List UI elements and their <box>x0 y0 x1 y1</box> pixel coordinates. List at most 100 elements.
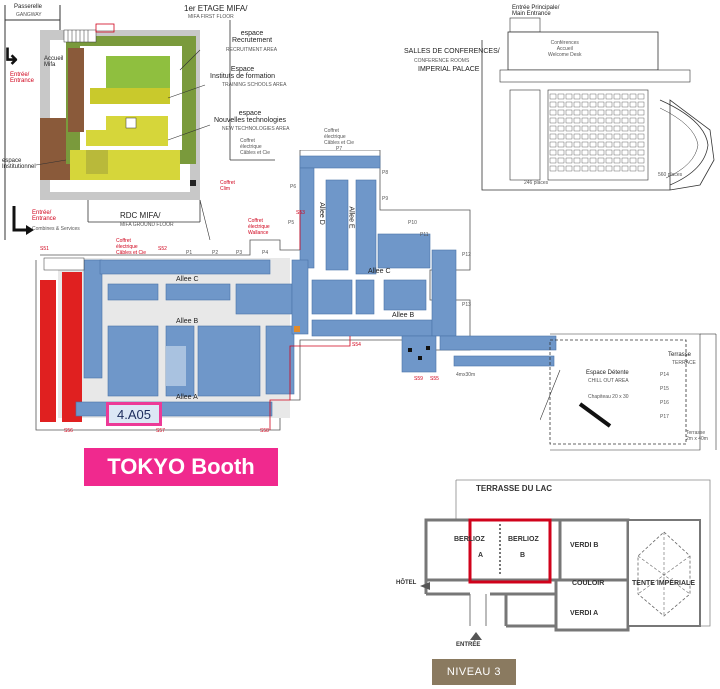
seat <box>637 93 645 100</box>
places-right: 560 places <box>658 172 683 178</box>
entree-top-label: Entrée/ Entrance <box>10 72 35 84</box>
seat <box>549 141 557 148</box>
berlioz-b-letter: B <box>520 552 526 559</box>
seat <box>573 117 581 124</box>
terrasse-du-lac-label: TERRASSE DU LAC <box>476 484 553 493</box>
rdc-entree-label: Entrée/ Entrance <box>32 210 57 222</box>
pillar-label: P3 <box>236 250 243 256</box>
recrutement-sub: RECRUITMENT AREA <box>226 47 278 53</box>
seat <box>621 133 629 140</box>
exit-label: S52 <box>158 246 167 252</box>
pillar-label: P2 <box>212 250 219 256</box>
seat <box>621 109 629 116</box>
seat <box>589 133 597 140</box>
seating-grid <box>549 93 645 172</box>
verdi-b-label: VERDI B <box>570 542 599 549</box>
seat <box>629 101 637 108</box>
pillar-label: P12 <box>462 252 471 258</box>
seat <box>565 149 573 156</box>
couloir-label: COULOIR <box>572 580 605 587</box>
seat <box>613 125 621 132</box>
seat <box>605 117 613 124</box>
seat <box>589 101 597 108</box>
seat <box>565 157 573 164</box>
seat <box>549 157 557 164</box>
seat <box>613 157 621 164</box>
seat <box>557 157 565 164</box>
seat <box>581 133 589 140</box>
chapiteau-label: Chapiteau 20 x 30 <box>588 394 629 400</box>
coffret-right-label: Coffret électrique Câbles et Cie <box>324 128 355 146</box>
seat <box>557 125 565 132</box>
seat <box>613 149 621 156</box>
seat <box>613 133 621 140</box>
seat <box>549 149 557 156</box>
seat <box>549 125 557 132</box>
seat <box>613 93 621 100</box>
seat <box>613 101 621 108</box>
exit-label: S51 <box>40 246 49 252</box>
conference-accueil: Conférences Accueil Welcome Desk <box>548 40 582 58</box>
tokyo-booth-label[interactable]: TOKYO Booth <box>84 448 278 486</box>
salles-label: SALLES DE CONFERENCES/ <box>404 48 500 55</box>
seat <box>557 141 565 148</box>
seat <box>573 141 581 148</box>
berlioz-a-label: BERLIOZ <box>454 536 485 543</box>
seat <box>629 125 637 132</box>
seat <box>557 101 565 108</box>
exit-label: S55 <box>430 376 439 382</box>
seat <box>637 117 645 124</box>
pillar-label: P8 <box>382 170 389 176</box>
rdc-entree-sub: Combines & Services <box>32 226 80 232</box>
seat <box>621 157 629 164</box>
coffret-clim-label: Coffret Clim <box>220 180 235 192</box>
berlioz-a-letter: A <box>478 552 484 559</box>
instituts-label: Espace Instituts de formation <box>210 66 275 80</box>
coffret-left-label: Coffret électrique Câbles et Cie <box>116 238 147 256</box>
allee-b2-label: Allee B <box>392 312 415 319</box>
allee-b-label: Allee B <box>176 318 199 325</box>
pillar-label: P1 <box>186 250 193 256</box>
first-floor-shapes <box>4 5 275 240</box>
seat <box>589 149 597 156</box>
terrasse-sub: TERRACE <box>672 360 696 366</box>
seat <box>557 133 565 140</box>
seat <box>629 165 637 172</box>
seat <box>565 165 573 172</box>
niveau3-shapes <box>420 479 711 640</box>
terrasse-small-label: Terrasse 2m x 40m <box>686 430 708 442</box>
seat <box>621 93 629 100</box>
salles-sub: CONFERENCE ROOMS <box>414 58 470 64</box>
allee-c2-label: Allee C <box>368 268 391 275</box>
pillar-label: P14 <box>660 372 669 378</box>
rdc-title: RDC MIFA/ <box>120 211 161 220</box>
seat <box>573 157 581 164</box>
seat <box>621 165 629 172</box>
seat <box>589 141 597 148</box>
seat <box>613 109 621 116</box>
seat <box>629 141 637 148</box>
seat <box>573 165 581 172</box>
terrace-shapes <box>540 333 717 451</box>
coffret-cables-top: Coffret électrique Câbles et Cie <box>240 138 271 156</box>
seat <box>605 157 613 164</box>
seat <box>589 109 597 116</box>
seat <box>573 101 581 108</box>
seat <box>637 141 645 148</box>
seat <box>605 149 613 156</box>
rdc-subtitle: MIFA GROUND FLOOR <box>120 222 174 228</box>
seat <box>621 125 629 132</box>
seat <box>637 133 645 140</box>
seat <box>605 165 613 172</box>
seat <box>597 93 605 100</box>
seat <box>581 141 589 148</box>
seat <box>565 93 573 100</box>
exit-label: S53 <box>296 210 305 216</box>
seat <box>621 141 629 148</box>
seat <box>621 101 629 108</box>
seat <box>605 133 613 140</box>
pillar-label: P17 <box>660 414 669 420</box>
tokyo-booth-highlight[interactable]: 4.A05 <box>106 402 162 426</box>
seat <box>581 157 589 164</box>
seat <box>557 165 565 172</box>
